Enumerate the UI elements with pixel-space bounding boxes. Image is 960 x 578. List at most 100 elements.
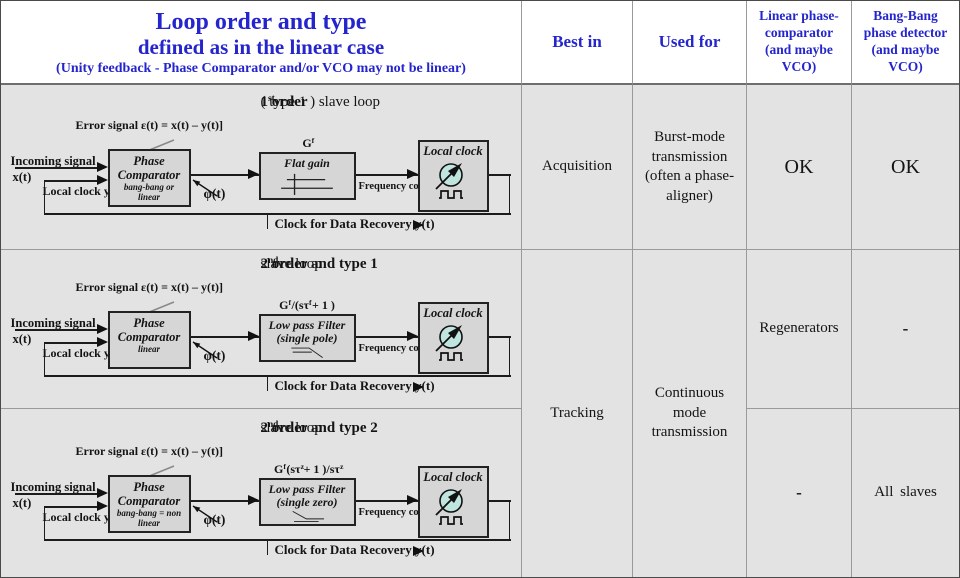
phi-label: φ(t) — [203, 348, 226, 363]
clock-output-line — [488, 500, 511, 502]
single-pole-symbol — [291, 347, 323, 359]
feedback-left-line — [43, 506, 45, 539]
column-header-best-in: Best in — [522, 1, 633, 85]
filter-output-line — [355, 336, 418, 338]
phase-comparator-line2: Comparator — [117, 494, 181, 508]
slide-title: Loop order and type — [155, 8, 367, 35]
phi-arrow — [192, 505, 217, 523]
error-signal-label: Error signal ε(t) = x(t) – y(t)] — [75, 280, 224, 294]
frequency-correction-label: Frequency correction — [358, 343, 455, 354]
cell-bangbang-row1: OK — [852, 85, 959, 250]
x-signal-label: x(t) — [12, 332, 32, 346]
cell-linear-row2: Regenerators — [747, 250, 852, 409]
phase-comparator-line2: Comparator — [117, 330, 181, 344]
cell-bangbang-row2: - — [852, 250, 959, 409]
cell-used-for-merged: Continuous mode transmission — [633, 250, 747, 577]
local-clock-box: Local clock — [417, 466, 489, 538]
recovery-arrowhead — [412, 382, 424, 392]
feedback-right-line — [508, 336, 510, 376]
local-clock-box: Local clock — [417, 140, 489, 212]
column-header-bangbang-pd: Bang-Bang phase detector (and maybe VCO) — [852, 1, 959, 85]
local-clock-box-title: Local clock — [423, 306, 483, 320]
incoming-line — [14, 167, 98, 169]
feedback-right-line — [508, 174, 510, 214]
incoming-arrowhead — [96, 488, 108, 498]
error-signal-label: Error signal ε(t) = x(t) – y(t)] — [75, 444, 224, 458]
feedback-left-line — [43, 180, 45, 213]
local-clock-feedback-label: Local clock y(t) — [42, 184, 122, 198]
incoming-signal-label: Incoming signal — [10, 154, 96, 168]
phase-comparator-line2: Comparator — [117, 168, 181, 182]
gain-output-line — [355, 174, 418, 176]
filter-output-line — [355, 500, 418, 502]
incoming-signal-label: Incoming signal — [10, 316, 96, 330]
incoming-line — [14, 329, 98, 331]
recovery-branch-line — [266, 539, 268, 555]
x-signal-label: x(t) — [12, 496, 32, 510]
clock-recovery-label: Clock for Data Recovery y(t) — [274, 216, 435, 231]
recovery-arrowhead — [412, 220, 424, 230]
vco-clock-icon — [435, 325, 463, 361]
slide-note: (Unity feedback - Phase Comparator and/o… — [56, 61, 466, 77]
incoming-line — [14, 493, 98, 495]
error-signal-label: Error signal ε(t) = x(t) – y(t)] — [75, 118, 224, 132]
frequency-correction-label: Frequency correction — [358, 507, 455, 518]
phi-label: φ(t) — [203, 186, 226, 201]
cell-best-in-row1: Acquisition — [522, 85, 633, 250]
local-clock-box-title: Local clock — [423, 144, 483, 158]
local-clock-feedback-label: Local clock y(t) — [42, 510, 122, 524]
filter-box-line2: (single zero) — [276, 495, 338, 510]
table-title-cell: Loop order and type defined as in the li… — [1, 1, 522, 85]
recovery-branch-line — [266, 213, 268, 229]
feedback-bottom-line — [43, 539, 511, 541]
cell-bangbang-row3: All slaves — [874, 484, 937, 501]
diagram-title-rest: slave loop — [260, 420, 322, 436]
flat-gain-box: Flat gain — [258, 152, 356, 200]
feedback-line — [43, 180, 98, 182]
vco-clock-icon — [435, 163, 463, 199]
recovery-branch-line — [266, 375, 268, 391]
local-clock-box: Local clock — [417, 302, 489, 374]
feedback-line — [43, 506, 98, 508]
phase-comparator-box: Phase Comparator linear — [107, 311, 191, 369]
clock-input-arrowhead — [406, 331, 418, 341]
comparator-output-line — [190, 336, 259, 338]
cell-linear-row3: - — [747, 409, 852, 577]
phase-comparator-box: Phase Comparator bang-bang = non linear — [107, 475, 191, 533]
phi-arrow — [192, 179, 217, 197]
recovery-arrowhead — [412, 546, 424, 556]
feedback-arrowhead — [96, 337, 108, 347]
feedback-right-line — [508, 500, 510, 540]
frequency-correction-label: Frequency correction — [358, 181, 455, 192]
gain-input-arrowhead — [247, 169, 259, 179]
low-pass-filter-box: Low pass Filter (single zero) — [258, 478, 356, 526]
vco-clock-icon — [435, 489, 463, 525]
column-header-linear-pc: Linear phase-comparator (and maybe VCO) — [747, 1, 852, 85]
clock-input-arrowhead — [406, 169, 418, 179]
cell-linear-row1: OK — [747, 85, 852, 250]
feedback-bottom-line — [43, 375, 511, 377]
cell-used-for-row1: Burst-mode transmission (often a phase-a… — [633, 85, 747, 250]
cell-best-in-merged: Tracking — [522, 250, 633, 577]
x-signal-label: x(t) — [12, 170, 32, 184]
column-header-used-for: Used for — [633, 1, 747, 85]
feedback-arrowhead — [96, 501, 108, 511]
phi-label: φ(t) — [203, 512, 226, 527]
feedback-line — [43, 342, 98, 344]
phase-comparator-type: bang-bang = non linear — [116, 508, 182, 528]
incoming-arrowhead — [96, 324, 108, 334]
clock-recovery-label: Clock for Data Recovery y(t) — [274, 378, 435, 393]
comparator-output-line — [190, 174, 259, 176]
phase-comparator-line1: Phase — [133, 154, 165, 168]
incoming-arrowhead — [96, 162, 108, 172]
